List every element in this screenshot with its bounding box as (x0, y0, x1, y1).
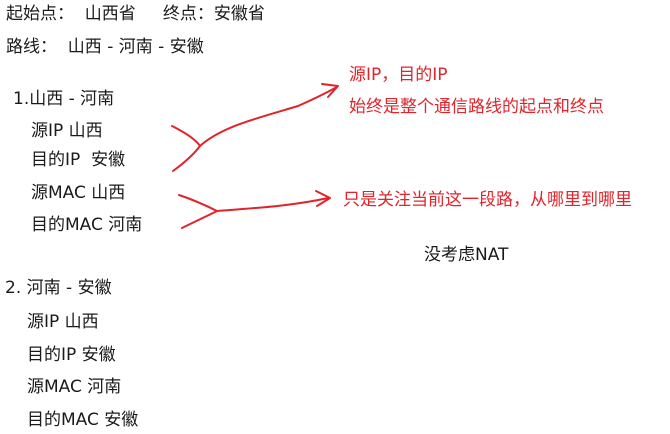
segment2-dst-ip: 目的IP 安徽 (27, 345, 116, 365)
ip-note-line2: 始终是整个通信路线的起点和终点 (349, 97, 604, 117)
segment2-title: 2. 河南 - 安徽 (5, 278, 112, 298)
ip-brace-icon (171, 125, 201, 172)
ip-note-line1: 源IP，目的IP (349, 65, 448, 85)
ip-arrow-icon (199, 86, 338, 147)
ip-arrowhead-icon (321, 83, 339, 98)
segment2-src-ip: 源IP 山西 (27, 312, 99, 332)
segment1-dst-mac: 目的MAC 河南 (31, 215, 143, 235)
mac-note: 只是关注当前这一段路，从哪里到哪里 (343, 190, 632, 210)
segment1-title: 1.山西 - 河南 (13, 89, 115, 109)
segment2-src-mac: 源MAC 河南 (27, 377, 122, 397)
mac-arrow-icon (216, 197, 329, 212)
segment1-src-ip: 源IP 山西 (31, 121, 103, 141)
segment2-dst-mac: 目的MAC 安徽 (27, 410, 139, 430)
origin-destination-line: 起始点： 山西省 终点：安徽省 (6, 4, 265, 24)
segment1-dst-ip: 目的IP 安徽 (31, 150, 126, 170)
nat-note: 没考虑NAT (424, 245, 509, 265)
mac-brace-icon (178, 194, 218, 229)
segment1-src-mac: 源MAC 山西 (31, 183, 126, 203)
route-line: 路线： 山西 - 河南 - 安徽 (6, 37, 204, 57)
mac-arrowhead-icon (315, 190, 331, 207)
